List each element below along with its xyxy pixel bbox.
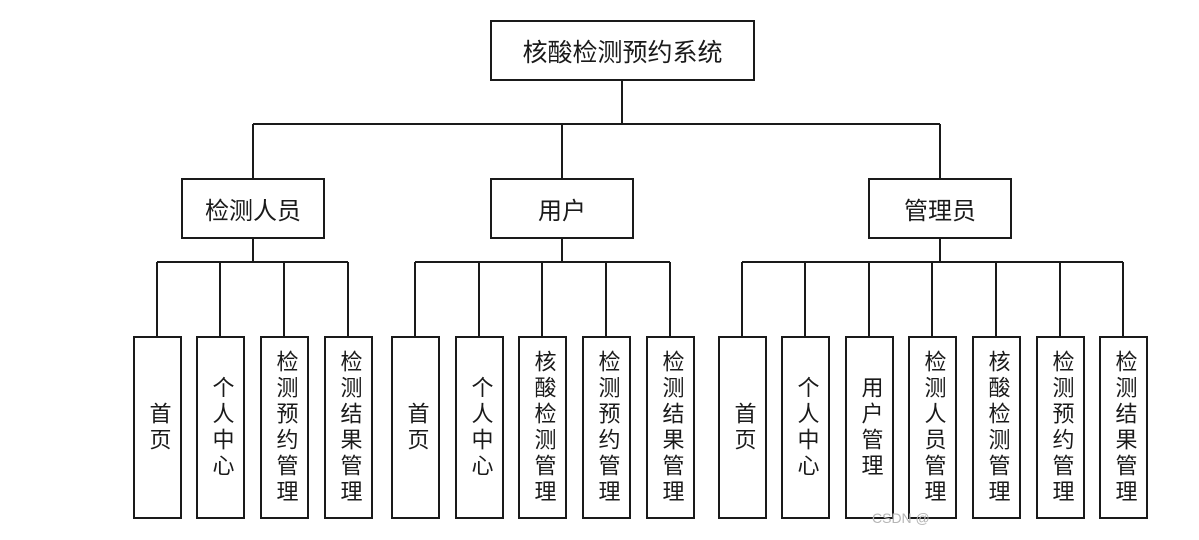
- module-label: 检测人员管理: [920, 349, 946, 506]
- module-node: 检测预约管理: [582, 336, 631, 519]
- module-node: 检测结果管理: [324, 336, 373, 519]
- role-label: 管理员: [904, 197, 976, 225]
- module-label: 检测结果管理: [1111, 349, 1137, 506]
- module-node: 检测人员管理: [908, 336, 957, 519]
- module-label: 个人中心: [208, 375, 234, 480]
- role-label: 用户: [538, 197, 586, 225]
- module-label: 首页: [730, 401, 756, 454]
- module-node: 用户管理: [845, 336, 894, 519]
- module-label: 核酸检测管理: [530, 349, 556, 506]
- module-node: 检测结果管理: [646, 336, 695, 519]
- module-label: 检测预约管理: [1048, 349, 1074, 506]
- role-node-tester: 检测人员: [181, 178, 325, 239]
- module-label: 用户管理: [857, 375, 883, 480]
- module-node: 首页: [133, 336, 182, 519]
- module-node: 个人中心: [196, 336, 245, 519]
- watermark: CSDN @: [872, 510, 930, 526]
- module-node: 核酸检测管理: [518, 336, 567, 519]
- root-label: 核酸检测预约系统: [522, 37, 723, 67]
- module-node: 检测结果管理: [1099, 336, 1148, 519]
- module-node: 个人中心: [781, 336, 830, 519]
- module-label: 检测预约管理: [272, 349, 298, 506]
- module-label: 首页: [145, 401, 171, 454]
- module-label: 首页: [403, 401, 429, 454]
- role-node-user: 用户: [490, 178, 634, 239]
- module-label: 个人中心: [467, 375, 493, 480]
- role-label: 检测人员: [205, 197, 301, 225]
- role-node-admin: 管理员: [868, 178, 1012, 239]
- module-node: 个人中心: [455, 336, 504, 519]
- root-node: 核酸检测预约系统: [490, 20, 755, 81]
- module-node: 核酸检测管理: [972, 336, 1021, 519]
- module-node: 首页: [391, 336, 440, 519]
- module-label: 检测预约管理: [594, 349, 620, 506]
- module-label: 个人中心: [793, 375, 819, 480]
- module-node: 检测预约管理: [1036, 336, 1085, 519]
- module-label: 核酸检测管理: [984, 349, 1010, 506]
- module-label: 检测结果管理: [336, 349, 362, 506]
- module-node: 首页: [718, 336, 767, 519]
- module-node: 检测预约管理: [260, 336, 309, 519]
- module-label: 检测结果管理: [658, 349, 684, 506]
